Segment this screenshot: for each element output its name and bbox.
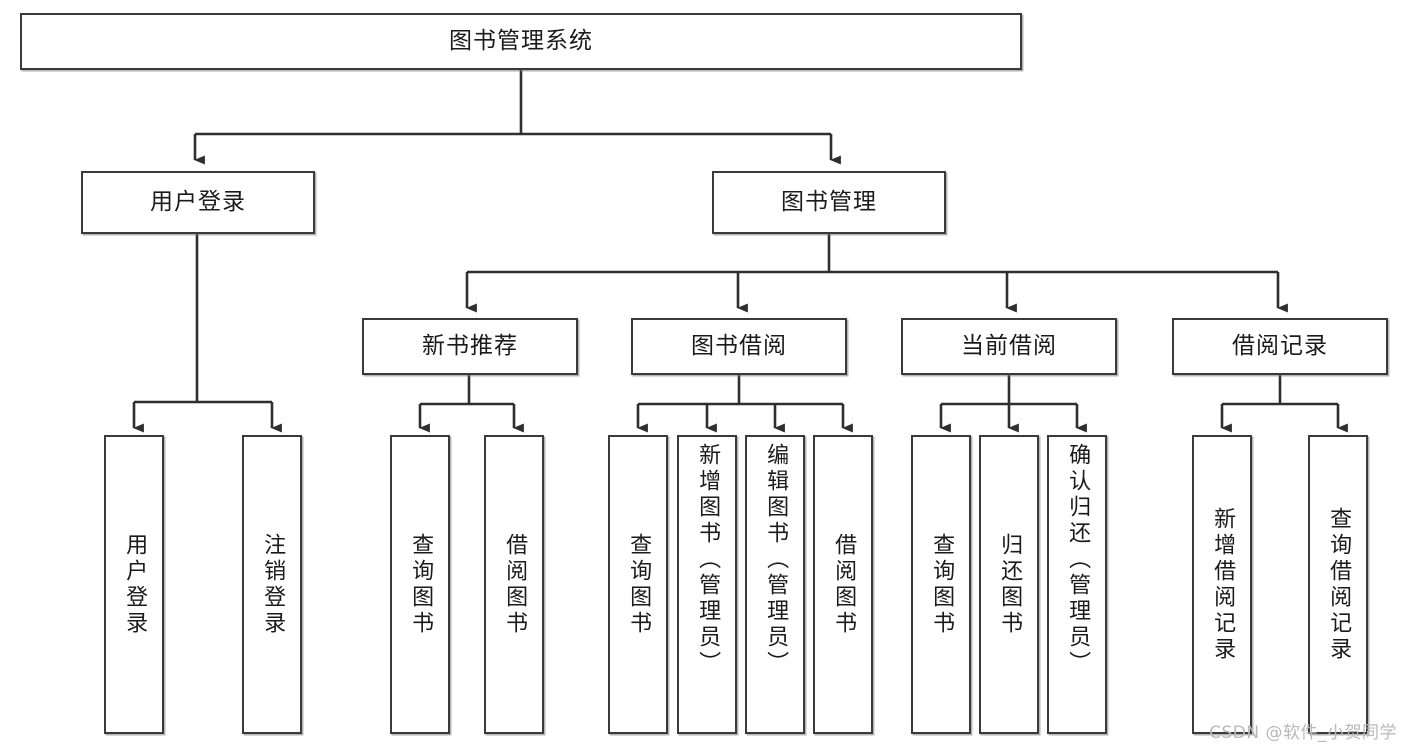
node-book-borrow[interactable]: 图书借阅 [631,318,847,375]
node-label: 用户登录 [122,532,148,637]
leaf-add-borrow-record[interactable]: 新增借阅记录 [1192,435,1252,734]
node-root-book-management-system[interactable]: 图书管理系统 [20,13,1022,70]
node-book-management[interactable]: 图书管理 [712,171,946,234]
leaf-query-book-current[interactable]: 查询图书 [911,435,971,734]
node-label: 图书借阅 [691,333,787,360]
csdn-watermark: CSDN @软件_小贺同学 [1209,723,1397,743]
node-label: 查询图书 [408,532,434,637]
node-label: 新增借阅记录 [1210,506,1236,663]
node-user-login[interactable]: 用户登录 [81,171,315,234]
node-current-borrow[interactable]: 当前借阅 [901,318,1117,375]
node-label: 确认归还（管理员） [1065,443,1091,677]
leaf-logout[interactable]: 注销登录 [242,435,302,734]
leaf-query-book-recommend[interactable]: 查询图书 [390,435,450,734]
node-label: 当前借阅 [961,333,1057,360]
node-label: 编辑图书（管理员） [763,443,789,677]
node-label: 借阅图书 [502,532,528,637]
node-label: 新书推荐 [422,333,518,360]
node-label: 用户登录 [150,189,246,216]
leaf-query-book-borrow[interactable]: 查询图书 [608,435,668,734]
leaf-confirm-return-admin[interactable]: 确认归还（管理员） [1047,435,1107,734]
node-label: 借阅记录 [1232,333,1328,360]
node-label: 查询图书 [929,532,955,637]
leaf-return-book[interactable]: 归还图书 [979,435,1039,734]
node-label: 注销登录 [260,532,286,637]
node-label: 图书管理系统 [449,28,593,55]
leaf-add-book-admin[interactable]: 新增图书（管理员） [677,435,737,734]
node-label: 图书管理 [781,189,877,216]
leaf-user-login[interactable]: 用户登录 [104,435,164,734]
node-new-book-recommend[interactable]: 新书推荐 [362,318,578,375]
leaf-borrow-book-recommend[interactable]: 借阅图书 [484,435,544,734]
node-borrow-record[interactable]: 借阅记录 [1172,318,1388,375]
node-label: 查询图书 [626,532,652,637]
leaf-borrow-book[interactable]: 借阅图书 [813,435,873,734]
node-label: 查询借阅记录 [1326,506,1352,663]
leaf-query-borrow-record[interactable]: 查询借阅记录 [1308,435,1368,734]
leaf-edit-book-admin[interactable]: 编辑图书（管理员） [745,435,805,734]
node-label: 新增图书（管理员） [695,443,721,677]
node-label: 归还图书 [997,532,1023,637]
node-label: 借阅图书 [831,532,857,637]
